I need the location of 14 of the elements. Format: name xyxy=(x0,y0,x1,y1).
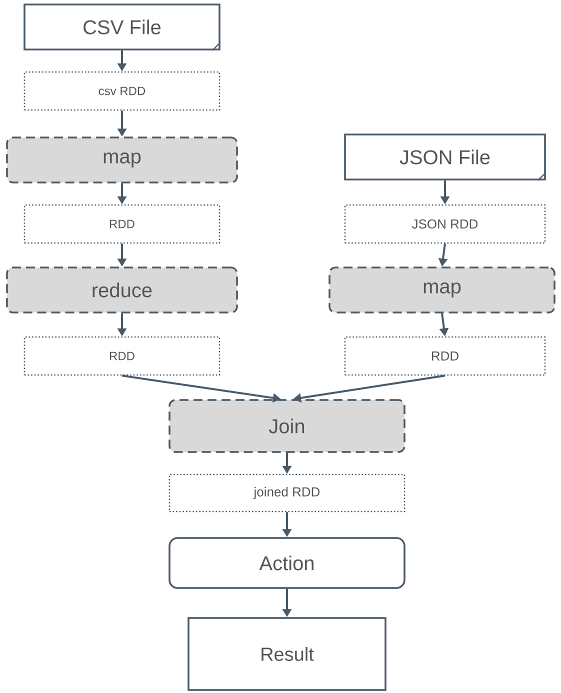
data-box: joined RDD xyxy=(168,474,406,512)
operation-box: map xyxy=(6,136,238,184)
data-box: RDD xyxy=(24,204,220,244)
operation-box: reduce xyxy=(6,266,238,314)
operation-box: Join xyxy=(168,399,406,453)
data-box: RDD xyxy=(344,336,546,376)
data-box: RDD xyxy=(24,336,220,376)
data-box: csv RDD xyxy=(24,71,220,111)
operation-box: map xyxy=(328,266,556,314)
file-box: JSON File xyxy=(344,134,546,180)
file-box: CSV File xyxy=(24,4,220,50)
data-box: JSON RDD xyxy=(344,204,546,244)
result-box: Result xyxy=(188,617,386,691)
action-box: Action xyxy=(168,537,406,589)
